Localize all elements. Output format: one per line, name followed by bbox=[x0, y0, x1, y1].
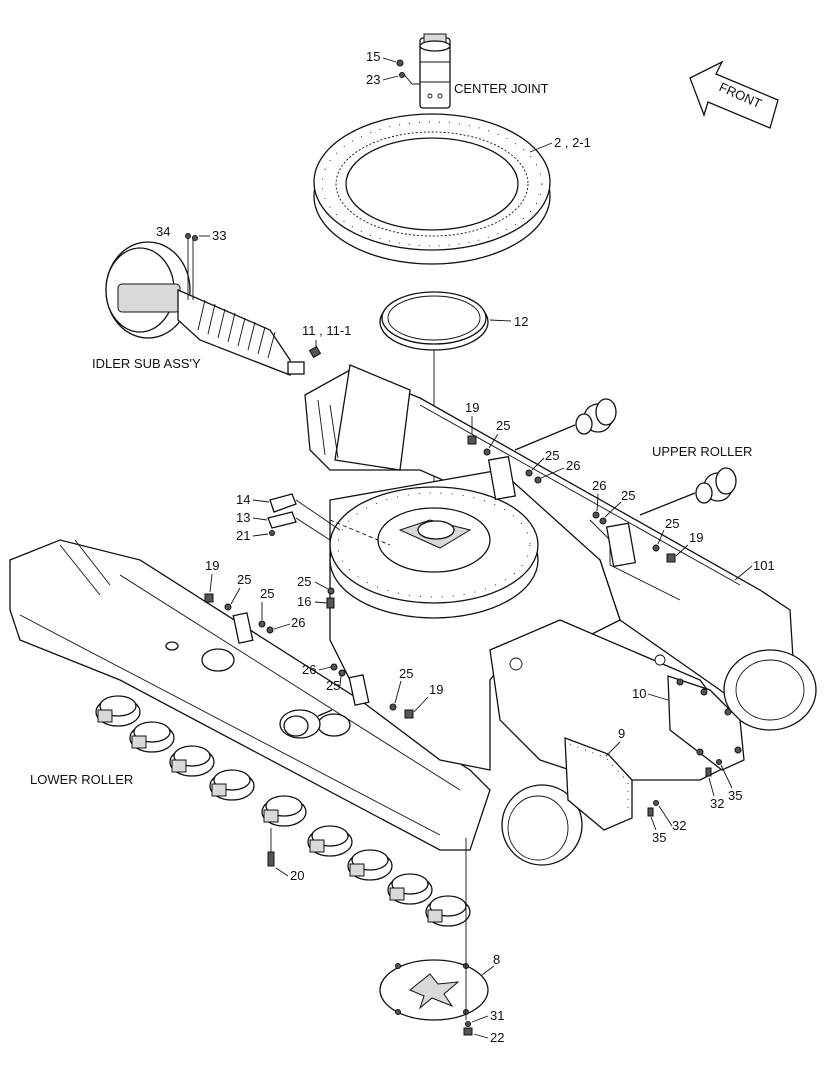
callout-25g: 25 bbox=[297, 574, 311, 589]
lower-roller-1 bbox=[95, 695, 141, 727]
callout-19c: 19 bbox=[205, 558, 219, 573]
lower-roller-4 bbox=[209, 769, 255, 801]
callout-14: 14 bbox=[236, 492, 250, 507]
upper-roller-part-2 bbox=[639, 467, 737, 516]
callout-25a: 25 bbox=[496, 418, 510, 433]
front-arrow-icon: FRONT bbox=[689, 60, 779, 129]
bolt-20 bbox=[267, 828, 275, 867]
center-joint-label: CENTER JOINT bbox=[454, 81, 549, 96]
callout-35a: 35 bbox=[728, 788, 742, 803]
callout-31: 31 bbox=[490, 1008, 504, 1023]
callout-19a: 19 bbox=[465, 400, 479, 415]
callout-9: 9 bbox=[618, 726, 625, 741]
lower-roller-group bbox=[95, 695, 471, 927]
callout-16: 16 bbox=[297, 594, 311, 609]
seal-ring-part bbox=[379, 291, 489, 351]
callout-26c: 26 bbox=[291, 615, 305, 630]
cover-plate-10 bbox=[667, 675, 745, 771]
callout-34: 34 bbox=[156, 224, 170, 239]
access-cover-part bbox=[267, 493, 297, 536]
callout-25b: 25 bbox=[545, 448, 559, 463]
callout-19d: 19 bbox=[429, 682, 443, 697]
callout-35b: 35 bbox=[652, 830, 666, 845]
callout-20: 20 bbox=[290, 868, 304, 883]
callout-8: 8 bbox=[493, 952, 500, 967]
lower-roller-5 bbox=[261, 795, 307, 827]
bolt-11 bbox=[308, 345, 322, 359]
lower-roller-9 bbox=[425, 895, 471, 927]
lower-roller-7 bbox=[347, 849, 393, 881]
callout-23: 23 bbox=[366, 72, 380, 87]
lower-roller-3 bbox=[169, 745, 215, 777]
callout-19b: 19 bbox=[689, 530, 703, 545]
cover-fasteners bbox=[647, 759, 722, 817]
upper-roller-label: UPPER ROLLER bbox=[652, 444, 752, 459]
lower-roller-installed bbox=[279, 709, 333, 739]
bottom-cover-part bbox=[379, 838, 489, 1036]
callout-26d: 26 bbox=[302, 662, 316, 677]
callout-11: 11 , 11-1 bbox=[302, 323, 351, 338]
callout-10: 10 bbox=[632, 686, 646, 701]
callout-25d: 25 bbox=[665, 516, 679, 531]
callout-101: 101 bbox=[753, 558, 775, 573]
upper-fasteners bbox=[467, 435, 676, 563]
callout-26a: 26 bbox=[566, 458, 580, 473]
upper-roller-part bbox=[514, 398, 617, 451]
lower-roller-label: LOWER ROLLER bbox=[30, 772, 133, 787]
callout-32a: 32 bbox=[710, 796, 724, 811]
track-frame-part bbox=[9, 364, 817, 866]
callout-2: 2 , 2-1 bbox=[554, 135, 591, 150]
callout-25f: 25 bbox=[260, 586, 274, 601]
callout-25c: 25 bbox=[621, 488, 635, 503]
callout-33: 33 bbox=[212, 228, 226, 243]
callout-13: 13 bbox=[236, 510, 250, 525]
callout-15: 15 bbox=[366, 49, 380, 64]
idler-label: IDLER SUB ASS'Y bbox=[92, 356, 201, 371]
callout-22: 22 bbox=[490, 1030, 504, 1045]
swing-bearing-part bbox=[313, 113, 551, 265]
callout-26b: 26 bbox=[592, 478, 606, 493]
callout-32b: 32 bbox=[672, 818, 686, 833]
callout-21: 21 bbox=[236, 528, 250, 543]
lower-roller-2 bbox=[129, 721, 175, 753]
callout-25e: 25 bbox=[237, 572, 251, 587]
idler-sub-assembly-part bbox=[105, 233, 305, 376]
callout-12: 12 bbox=[514, 314, 528, 329]
lower-roller-6 bbox=[307, 825, 353, 857]
callout-25i: 25 bbox=[399, 666, 413, 681]
lower-roller-8 bbox=[387, 873, 433, 905]
lower-fasteners bbox=[204, 587, 414, 719]
center-joint-part bbox=[396, 33, 451, 109]
callout-25h: 25 bbox=[326, 678, 340, 693]
